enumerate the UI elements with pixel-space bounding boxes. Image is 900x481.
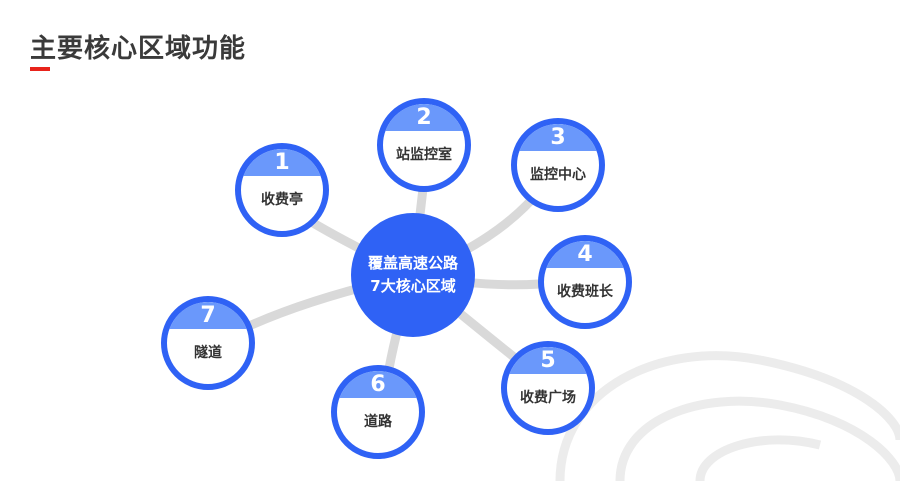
node-number: 3 <box>517 124 599 151</box>
node-number: 2 <box>383 104 465 131</box>
node-label: 道路 <box>364 414 392 430</box>
node-label: 收费亭 <box>261 192 303 208</box>
node-number: 6 <box>337 371 419 398</box>
node-label: 收费班长 <box>557 284 613 300</box>
node-1: 1 收费亭 <box>235 143 329 237</box>
node-3: 3 监控中心 <box>511 118 605 212</box>
node-5: 5 收费广场 <box>501 341 595 435</box>
node-6: 6 道路 <box>331 365 425 459</box>
decorative-arcs <box>555 351 900 481</box>
node-label: 站监控室 <box>396 147 452 163</box>
node-2: 2 站监控室 <box>377 98 471 192</box>
node-4: 4 收费班长 <box>538 235 632 329</box>
title-underline <box>30 67 50 71</box>
node-number: 4 <box>544 241 626 268</box>
node-number: 5 <box>507 347 589 374</box>
center-node: 覆盖高速公路7大核心区域 <box>351 213 475 337</box>
node-label: 收费广场 <box>520 390 576 406</box>
node-label: 监控中心 <box>530 167 586 183</box>
node-number: 7 <box>167 302 249 329</box>
node-label: 隧道 <box>194 345 222 361</box>
node-number: 1 <box>241 149 323 176</box>
page-title: 主要核心区域功能 <box>30 34 247 64</box>
node-7: 7 隧道 <box>161 296 255 390</box>
